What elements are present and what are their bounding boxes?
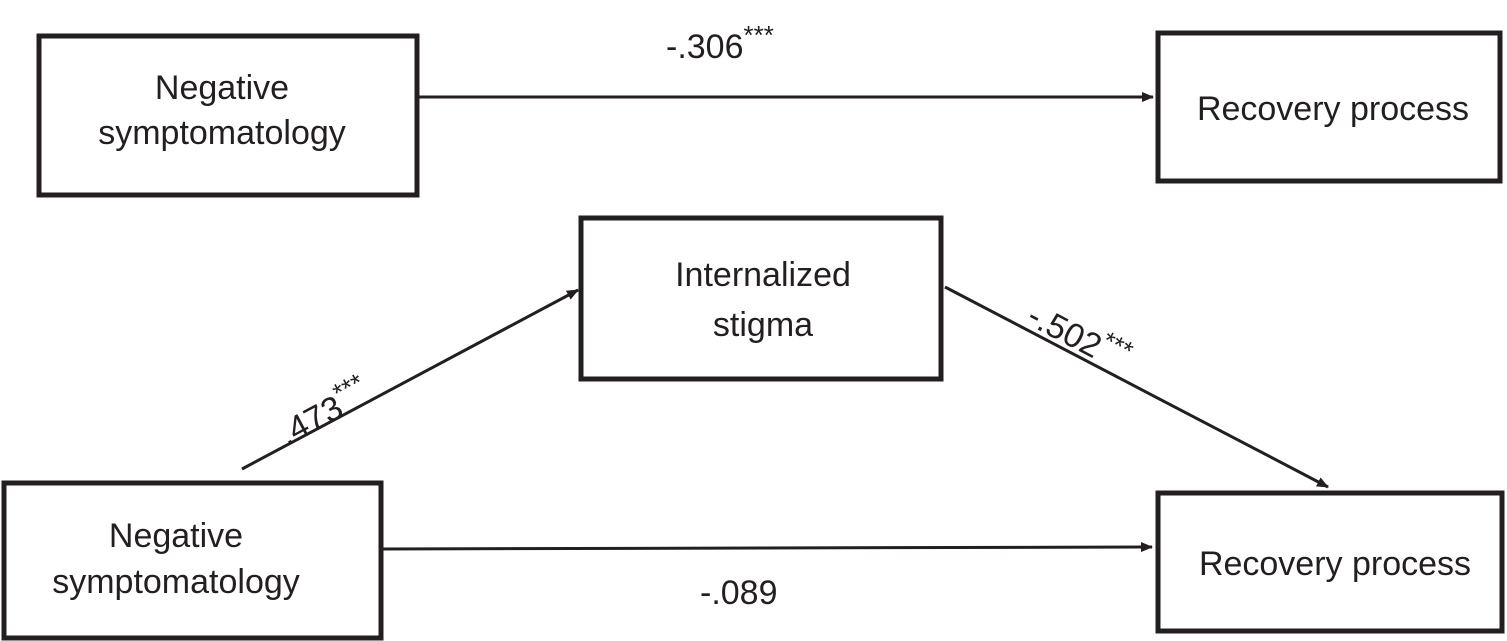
path-b-arrow [944, 285, 1329, 489]
top-outcome-box [1155, 30, 1503, 184]
mediator-box [578, 215, 944, 382]
path-a-arrow [241, 288, 579, 471]
top-predictor-label-line2: symptomatology [98, 114, 346, 152]
path-b-coefficient: -.502*** [1021, 289, 1138, 380]
top-outcome-label: Recovery process [1197, 90, 1469, 128]
bottom-predictor-label-line1: Negative [109, 517, 243, 555]
top-predictor-box [36, 33, 420, 198]
bottom-panel: Internalized stigma Negative symptomatol… [1, 215, 1505, 641]
direct-effect-coefficient: -.089 [700, 574, 778, 612]
direct-effect-arrow [382, 542, 1153, 553]
top-total-effect-value: -.306 [666, 28, 744, 66]
path-a-coefficient: .473*** [269, 367, 376, 453]
mediator-label-line1: Internalized [675, 256, 851, 294]
bottom-predictor-label-line2: symptomatology [52, 563, 300, 601]
mediator-label-line2: stigma [713, 306, 813, 344]
bottom-outcome-label: Recovery process [1199, 545, 1471, 583]
top-predictor-label-line1: Negative [155, 69, 289, 107]
path-b-value: -.502 [1021, 296, 1107, 365]
bottom-outcome-box [1155, 490, 1505, 634]
top-panel: Negative symptomatology Recovery process… [36, 20, 1503, 198]
bottom-predictor-box [1, 480, 384, 641]
top-total-effect-coefficient: -.306*** [666, 20, 774, 66]
top-total-effect-stars: *** [744, 20, 774, 50]
